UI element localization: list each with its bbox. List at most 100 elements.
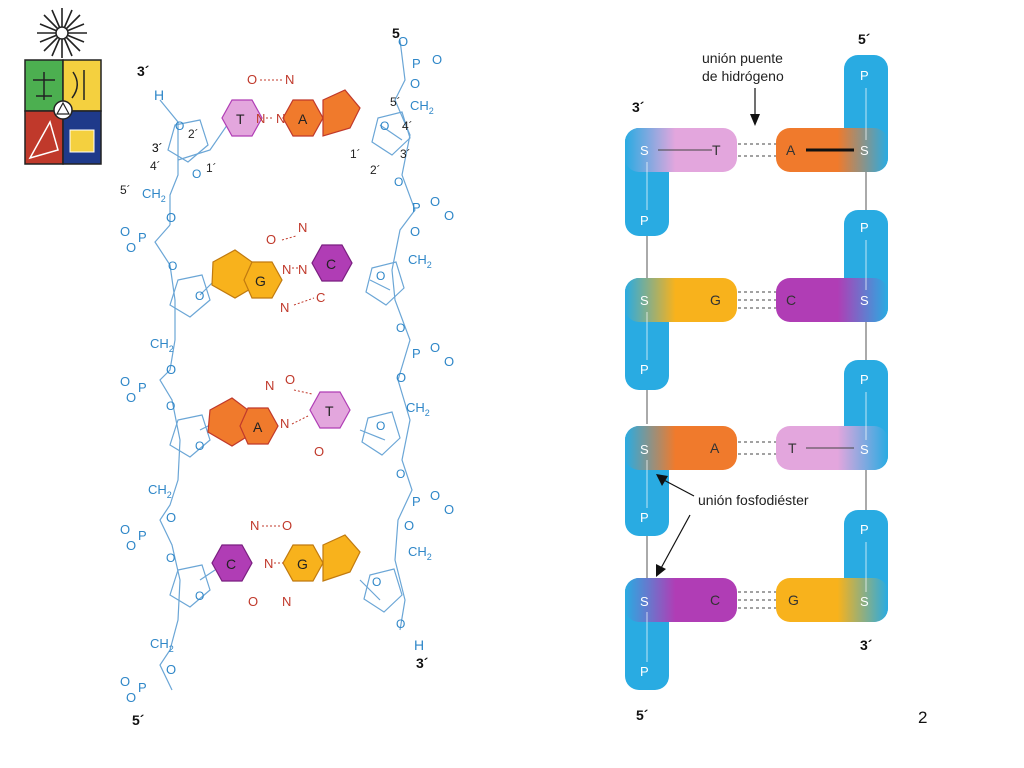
atom-label: O bbox=[247, 72, 257, 87]
chem-pair-2: G C O N N N C N bbox=[211, 220, 353, 315]
sugar-label: S bbox=[640, 143, 649, 158]
sugar-label: S bbox=[640, 594, 649, 609]
oxygen-label: O bbox=[192, 167, 201, 181]
phosphate-label: P bbox=[412, 56, 421, 71]
oxygen-label: O bbox=[396, 370, 406, 385]
oxygen-label: O bbox=[166, 362, 176, 377]
atom-label: N bbox=[282, 262, 291, 277]
ch2-label: CH2 bbox=[148, 482, 172, 500]
chem-base-label: C bbox=[326, 256, 336, 272]
phosphate-label: P bbox=[138, 380, 147, 395]
atom-label: C bbox=[316, 290, 325, 305]
sugar-label: S bbox=[860, 594, 869, 609]
schematic-row-2 bbox=[625, 210, 888, 390]
cytosine-ring bbox=[211, 544, 253, 582]
carbon-label: 2´ bbox=[370, 163, 381, 177]
ch2-label: CH2 bbox=[408, 544, 432, 562]
dna-chemical-structure: T A O N N N G C O N N N C N bbox=[120, 25, 454, 728]
carbon-label: 4´ bbox=[150, 159, 161, 173]
carbon-label: 5´ bbox=[120, 183, 131, 197]
oxygen-label: O bbox=[126, 690, 136, 705]
ch2-label: CH2 bbox=[150, 636, 174, 654]
hydrogen-bonds bbox=[738, 291, 776, 309]
adenine-ring bbox=[282, 99, 324, 137]
end-label-top-right: 5 bbox=[392, 25, 400, 41]
adenine-pentagon bbox=[322, 89, 361, 137]
hydrogen-bond-annotation: unión puente bbox=[702, 50, 783, 66]
schematic-end-labels: 3´ 5´ 5´ 3´ bbox=[632, 31, 873, 723]
hydrogen-bonds bbox=[738, 591, 776, 609]
arrow-icon bbox=[656, 474, 695, 497]
ch2-label: CH2 bbox=[406, 400, 430, 418]
guanine-pentagon bbox=[211, 249, 253, 299]
base-label: C bbox=[710, 592, 720, 608]
phosphate-label: P bbox=[640, 362, 649, 377]
hydrogen-bond-annotation: de hidrógeno bbox=[702, 68, 784, 84]
phosphate-label: P bbox=[860, 522, 869, 537]
sugar-label: S bbox=[640, 442, 649, 457]
end-label-top-right: 5´ bbox=[858, 31, 871, 47]
atom-label: N bbox=[250, 518, 259, 533]
atom-label: N bbox=[256, 111, 265, 126]
arrow-icon bbox=[656, 514, 691, 577]
adenine-ring bbox=[239, 407, 279, 445]
oxygen-label: O bbox=[166, 210, 176, 225]
chem-base-label: T bbox=[236, 111, 245, 127]
university-emblem bbox=[24, 8, 102, 165]
oxygen-label: O bbox=[166, 399, 175, 413]
sugar-label: S bbox=[860, 442, 869, 457]
phosphate-label: P bbox=[138, 230, 147, 245]
oxygen-label: O bbox=[444, 502, 454, 517]
guanine-pentagon bbox=[322, 534, 361, 582]
oxygen-label: O bbox=[430, 488, 440, 503]
oxygen-label: O bbox=[195, 289, 204, 303]
phosphate-label: P bbox=[412, 346, 421, 361]
base-label: G bbox=[710, 292, 721, 308]
atom-label: O bbox=[266, 232, 276, 247]
oxygen-label: O bbox=[372, 575, 381, 589]
base-label: A bbox=[710, 440, 720, 456]
chem-base-label: A bbox=[253, 419, 263, 435]
atom-label: N bbox=[276, 111, 285, 126]
base-label: G bbox=[788, 592, 799, 608]
phosphate-label: P bbox=[640, 510, 649, 525]
oxygen-label: O bbox=[120, 674, 130, 689]
hydroxyl-h: H bbox=[414, 637, 424, 653]
oxygen-label: O bbox=[444, 208, 454, 223]
base-label: C bbox=[786, 292, 796, 308]
phosphate-label: P bbox=[640, 664, 649, 679]
sugar-label: S bbox=[860, 143, 869, 158]
left-base-arm bbox=[625, 578, 737, 622]
hydrogen-bonds bbox=[738, 143, 776, 157]
chem-pair-1: T A O N N N bbox=[221, 72, 361, 137]
atom-label: N bbox=[265, 378, 274, 393]
phosphate-label: P bbox=[138, 680, 147, 695]
left-base-arm bbox=[625, 278, 737, 322]
oxygen-label: O bbox=[126, 538, 136, 553]
end-label-bottom-left: 5´ bbox=[132, 712, 145, 728]
atom-label: O bbox=[314, 444, 324, 459]
end-label-bottom-left: 5´ bbox=[636, 707, 649, 723]
ch2-label: CH2 bbox=[408, 252, 432, 270]
oxygen-label: O bbox=[175, 119, 184, 133]
atom-label: N bbox=[298, 262, 307, 277]
end-label-top-left: 3´ bbox=[632, 99, 645, 115]
carbon-label: 1´ bbox=[206, 161, 217, 175]
carbon-label: 1´ bbox=[350, 147, 361, 161]
chem-base-label: A bbox=[298, 111, 308, 127]
oxygen-label: O bbox=[120, 224, 130, 239]
sugar-phosphate-labels: S P S P S P S P P S P S P S P S bbox=[640, 68, 869, 679]
ch2-label: CH2 bbox=[150, 336, 174, 354]
chem-base-label: G bbox=[255, 273, 266, 289]
phosphate-label: P bbox=[412, 200, 421, 215]
left-base-arm bbox=[625, 426, 737, 470]
oxygen-label: O bbox=[398, 34, 408, 49]
atom-label: N bbox=[298, 220, 307, 235]
cytosine-ring bbox=[311, 244, 353, 282]
atom-label: N bbox=[280, 300, 289, 315]
hydrogen-bonds bbox=[738, 441, 776, 455]
oxygen-label: O bbox=[376, 419, 385, 433]
oxygen-label: O bbox=[410, 224, 420, 239]
atom-label: N bbox=[280, 416, 289, 431]
